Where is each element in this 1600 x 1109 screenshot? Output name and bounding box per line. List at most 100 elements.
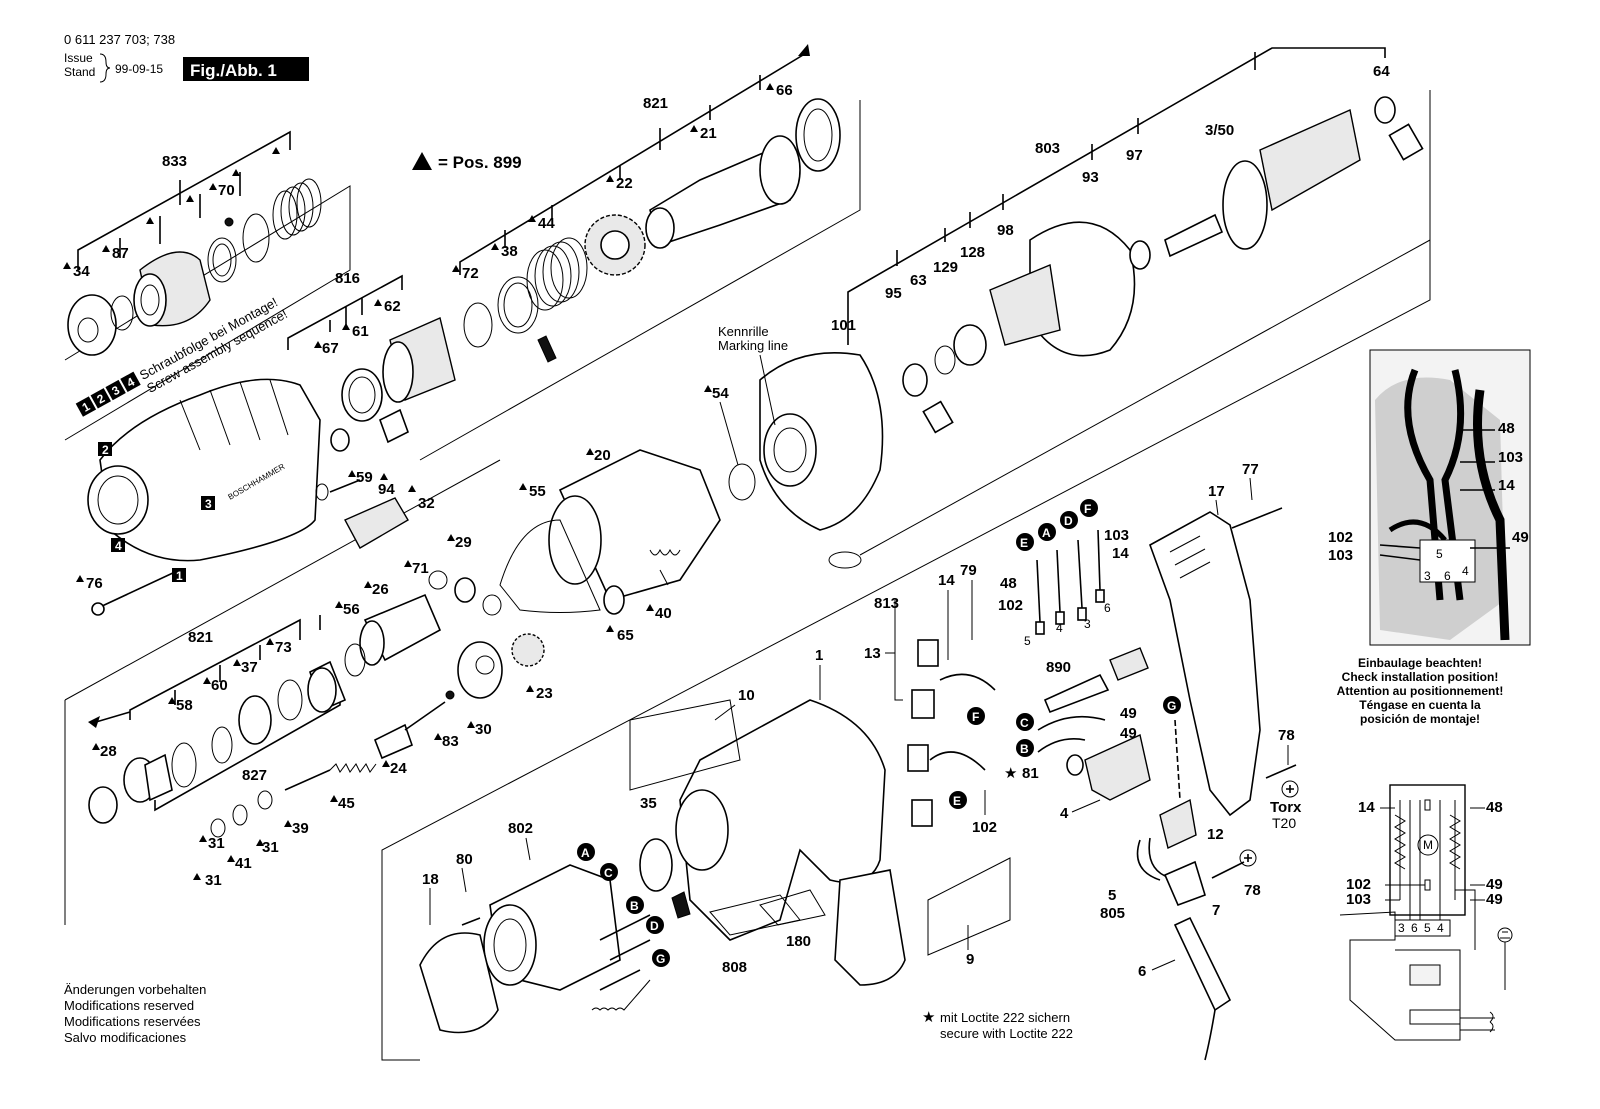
bottom-band [381, 90, 1431, 1061]
label-14-lead: 14 [1112, 545, 1129, 562]
part-65 [603, 585, 625, 615]
label-98: 98 [997, 222, 1014, 239]
term-6: 6 [1104, 601, 1111, 615]
label-67: 67 [322, 340, 339, 357]
svg-text:B: B [630, 899, 639, 913]
label-833: 833 [162, 153, 187, 170]
part-brush-holder-a [917, 639, 939, 667]
label-71: 71 [412, 560, 429, 577]
top-left-band [64, 185, 351, 441]
svg-text:3: 3 [1398, 921, 1405, 935]
label-103-schem: 103 [1346, 891, 1371, 908]
mid-right-band [859, 239, 1431, 556]
label-44: 44 [538, 215, 555, 232]
label-95: 95 [885, 285, 902, 302]
label-29: 29 [455, 534, 472, 551]
label-94: 94 [378, 481, 395, 498]
bracket-821-lower [129, 615, 321, 720]
part-24-gear [373, 723, 414, 760]
label-18: 18 [422, 871, 439, 888]
part-10-label [629, 699, 741, 791]
svg-text:3: 3 [205, 497, 212, 511]
svg-text:M: M [1423, 838, 1433, 852]
svg-text:G: G [1167, 699, 1176, 713]
term-4: 4 [1056, 621, 1063, 635]
group-821-top: 821 21 66 72 38 44 22 [452, 44, 841, 363]
part-77-screw [1231, 507, 1283, 529]
label-34: 34 [73, 263, 90, 280]
part-87-ring [110, 295, 134, 331]
part-35 [639, 838, 673, 892]
label-128: 128 [960, 244, 985, 261]
label-14-inset: 14 [1498, 477, 1515, 494]
label-70: 70 [218, 182, 235, 199]
svg-text:5: 5 [1436, 547, 1443, 561]
label-180: 180 [786, 933, 811, 950]
label-23: 23 [536, 685, 553, 702]
leads-group: E A D F 103 14 48 102 5 4 3 6 [998, 499, 1129, 648]
label-13: 13 [864, 645, 881, 662]
svg-text:4: 4 [115, 539, 122, 553]
svg-text:4: 4 [1462, 564, 1469, 578]
label-83: 83 [442, 733, 459, 750]
part-98-fan [989, 264, 1061, 346]
label-30: 30 [475, 721, 492, 738]
part-23-gear [511, 633, 545, 667]
part-7-clamp [1163, 860, 1206, 907]
svg-text:B: B [1020, 742, 1029, 756]
group-816: 816 67 61 62 [287, 270, 456, 452]
bracket-816 [287, 274, 403, 350]
group-803-motor: 803 93 97 3/50 64 101 95 63 129 128 98 K… [704, 47, 1424, 569]
part-1-motor-housing [679, 699, 886, 941]
svg-text:A: A [1042, 526, 1051, 540]
label-73: 73 [275, 639, 292, 656]
figure-title: Fig./Abb. 1 [190, 61, 277, 80]
footer-notes: Änderungen vorbehalten Modifications res… [64, 982, 1073, 1045]
loctite-en: secure with Loctite 222 [940, 1026, 1073, 1041]
install-note-es1: Téngase en cuenta la [1359, 698, 1481, 712]
part-ring [207, 237, 237, 283]
part-890 [1043, 673, 1110, 714]
main-housing-group: 1 10 35 808 180 9 [629, 647, 1011, 986]
label-76: 76 [86, 575, 103, 592]
label-48-inset: 48 [1498, 420, 1515, 437]
cable-group: 7 5 805 6 [1100, 837, 1232, 1061]
label-49-a: 49 [1120, 705, 1137, 722]
label-10: 10 [738, 687, 755, 704]
mid-band-top [64, 459, 501, 701]
hammer-housing: BOSCHHAMMER 2 3 4 1 76 [76, 378, 321, 616]
label-55: 55 [529, 483, 546, 500]
part-32-switch [344, 497, 409, 549]
label-80: 80 [456, 851, 473, 868]
header: 0 611 237 703; 738 Issue Stand 99-09-15 … [64, 32, 309, 83]
label-97: 97 [1126, 147, 1143, 164]
group-mid: 20 55 65 40 29 71 26 56 [335, 447, 721, 677]
part-44-spring [526, 237, 588, 311]
stand-label: Stand [64, 65, 95, 79]
group-59-94-32: 59 94 32 [315, 469, 435, 549]
label-77: 77 [1242, 461, 1259, 478]
label-93: 93 [1082, 169, 1099, 186]
part-55-seal [499, 519, 601, 613]
label-5: 5 [1108, 887, 1116, 904]
modifications-fr: Modifications reservées [64, 1014, 201, 1029]
part-66-sleeve [795, 98, 841, 172]
part-9-label [927, 857, 1011, 956]
issue-label: Issue [64, 51, 93, 65]
label-103-lead: 103 [1104, 527, 1129, 544]
part-73 [307, 667, 337, 713]
label-21: 21 [700, 125, 717, 142]
label-39: 39 [292, 820, 309, 837]
label-28: 28 [100, 743, 117, 760]
brace [99, 53, 111, 83]
label-78-top: 78 [1278, 727, 1295, 744]
part-45-spring [329, 763, 377, 773]
label-12: 12 [1207, 826, 1224, 843]
label-66: 66 [776, 82, 793, 99]
label-821-top: 821 [643, 95, 668, 112]
label-59: 59 [356, 469, 373, 486]
part-63 [902, 363, 928, 397]
part-30-crank [457, 641, 503, 699]
part-70-ball [224, 217, 234, 227]
